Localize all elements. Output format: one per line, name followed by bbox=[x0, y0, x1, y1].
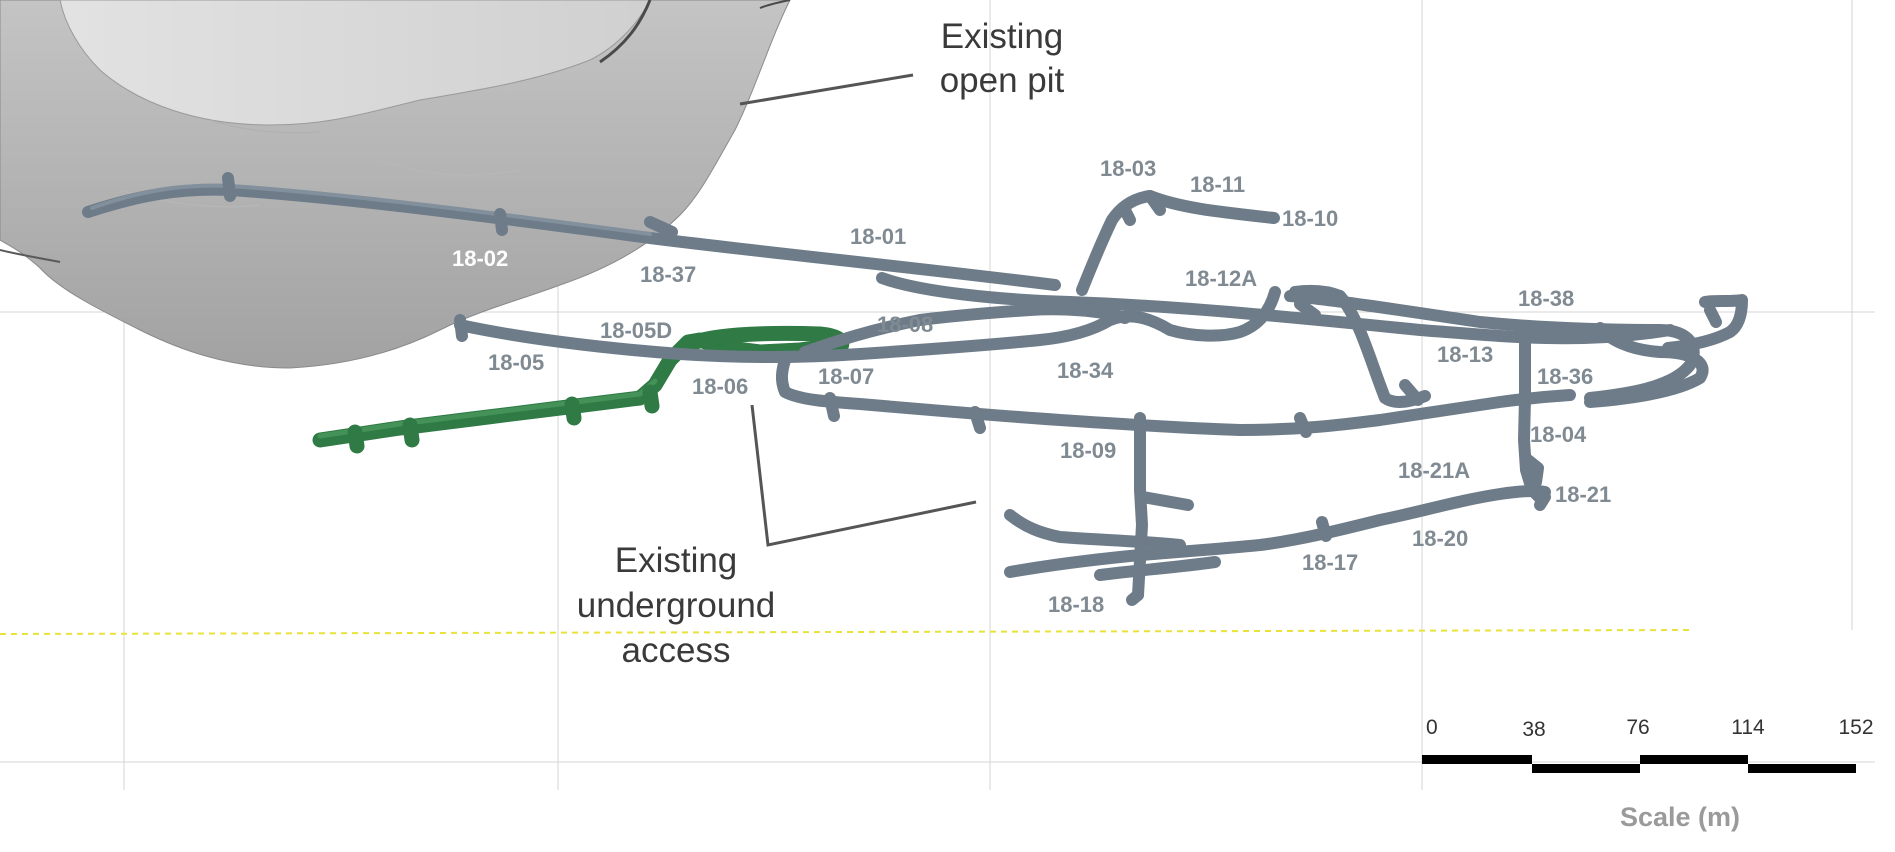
scale-segment-4 bbox=[1748, 764, 1856, 773]
label-18-21: 18-21 bbox=[1555, 482, 1611, 507]
callout-ug-line2: underground bbox=[577, 586, 776, 625]
callout-ug-line1: Existing bbox=[615, 541, 738, 580]
callout-ug-line3: access bbox=[622, 631, 731, 670]
scale-segment-2 bbox=[1532, 764, 1640, 773]
label-18-09: 18-09 bbox=[1060, 438, 1116, 463]
label-18-18: 18-18 bbox=[1048, 592, 1104, 617]
label-18-02: 18-02 bbox=[452, 246, 508, 271]
label-18-01: 18-01 bbox=[850, 224, 906, 249]
drillhole-traces bbox=[82, 172, 1748, 606]
callout-open-pit-line2: open pit bbox=[940, 61, 1065, 100]
label-18-05: 18-05 bbox=[488, 350, 544, 375]
label-18-17: 18-17 bbox=[1302, 550, 1358, 575]
pit-leader-line bbox=[739, 73, 914, 106]
scale-tick-152: 152 bbox=[1838, 716, 1873, 739]
scale-tick-114: 114 bbox=[1731, 716, 1765, 739]
scale-title: Scale (m) bbox=[1620, 802, 1740, 832]
label-18-20: 18-20 bbox=[1412, 526, 1468, 551]
label-18-12A: 18-12A bbox=[1185, 266, 1257, 291]
open-pit-shape bbox=[0, 0, 791, 369]
label-18-37: 18-37 bbox=[640, 262, 696, 287]
label-18-03: 18-03 bbox=[1100, 156, 1156, 181]
label-18-11: 18-11 bbox=[1190, 172, 1245, 197]
scale-tick-76: 76 bbox=[1626, 716, 1649, 739]
callout-underground-access: Existing underground access bbox=[577, 541, 776, 670]
scale-segment-1 bbox=[1422, 755, 1532, 764]
label-18-04: 18-04 bbox=[1530, 422, 1587, 447]
label-18-13: 18-13 bbox=[1437, 342, 1493, 367]
label-18-21A: 18-21A bbox=[1398, 458, 1470, 483]
label-18-38: 18-38 bbox=[1518, 286, 1574, 311]
callout-open-pit-line1: Existing bbox=[941, 17, 1064, 56]
label-18-10: 18-10 bbox=[1282, 206, 1338, 231]
callout-open-pit: Existing open pit bbox=[940, 17, 1065, 100]
label-18-06: 18-06 bbox=[692, 374, 748, 399]
reference-level-line bbox=[0, 629, 1691, 635]
hole-labels: 18-02 18-37 18-01 18-03 18-11 18-10 18-1… bbox=[452, 156, 1611, 617]
scale-tick-0: 0 bbox=[1426, 716, 1438, 739]
label-18-07: 18-07 bbox=[818, 364, 874, 389]
label-18-08: 18-08 bbox=[877, 312, 933, 337]
scale-segment-3 bbox=[1640, 755, 1748, 764]
label-18-34: 18-34 bbox=[1057, 358, 1114, 383]
scale-bar: 0 38 76 114 152 Scale (m) bbox=[1422, 716, 1874, 832]
scale-tick-38: 38 bbox=[1522, 718, 1545, 741]
label-18-05D: 18-05D bbox=[600, 318, 672, 343]
label-18-36: 18-36 bbox=[1537, 364, 1593, 389]
underground-leader-line bbox=[750, 404, 977, 547]
